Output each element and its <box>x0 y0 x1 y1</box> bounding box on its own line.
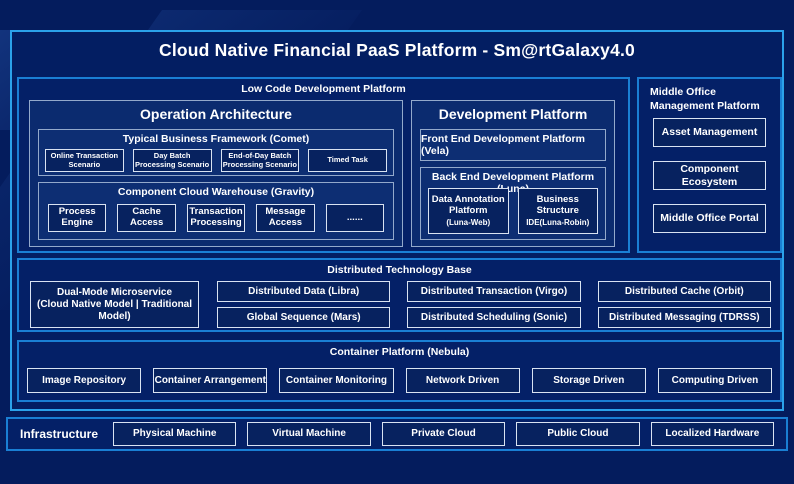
operation-architecture-title: Operation Architecture <box>140 106 292 122</box>
distributed-transaction-box: Distributed Transaction (Virgo) <box>407 281 581 302</box>
public-cloud-box: Public Cloud <box>516 422 640 446</box>
asset-management-box: Asset Management <box>653 118 766 147</box>
image-repository-box: Image Repository <box>27 368 142 393</box>
storage-driven-box: Storage Driven <box>531 368 646 393</box>
middle-office-management-platform-section: Middle Office Management Platform Asset … <box>637 77 782 253</box>
platform-frame: Cloud Native Financial PaaS Platform - S… <box>10 30 784 411</box>
page-title: Cloud Native Financial PaaS Platform - S… <box>158 40 635 60</box>
typical-business-framework-title: Typical Business Framework (Comet) <box>122 133 310 145</box>
container-platform-section: Container Platform (Nebula) Image Reposi… <box>17 340 782 402</box>
global-sequence-box: Global Sequence (Mars) <box>217 307 391 328</box>
cache-access-box: Cache Access <box>117 204 176 232</box>
development-platform-title: Development Platform <box>438 106 588 122</box>
end-of-day-batch-processing-scenario-box: End-of-Day Batch Processing Scenario <box>220 149 300 172</box>
business-structure-ide-label: Business Structure <box>536 193 579 216</box>
virtual-machine-box: Virtual Machine <box>247 422 371 446</box>
middle-office-items: Asset Management Component Ecosystem Mid… <box>653 118 766 233</box>
container-arrangement-box: Container Arrangement <box>153 368 268 393</box>
infrastructure-section: Infrastructure Physical Machine Virtual … <box>6 417 788 451</box>
message-access-box: Message Access <box>256 204 315 232</box>
localized-hardware-box: Localized Hardware <box>650 422 775 446</box>
low-code-development-platform-section: Low Code Development Platform Operation … <box>17 77 630 253</box>
component-cloud-warehouse-box: Component Cloud Warehouse (Gravity) Proc… <box>38 182 394 240</box>
data-annotation-platform-box: Data Annotation Platform (Luna-Web) <box>428 188 509 234</box>
operation-architecture-box: Operation Architecture Typical Business … <box>29 100 403 247</box>
dual-mode-line1: Dual-Mode Microservice <box>56 286 173 298</box>
distributed-data-box: Distributed Data (Libra) <box>217 281 391 302</box>
data-annotation-platform-code: (Luna-Web) <box>446 217 491 227</box>
ellipsis-box: ...... <box>325 204 385 232</box>
distributed-column-2: Distributed Transaction (Virgo) Distribu… <box>407 281 581 328</box>
online-transaction-scenario-box: Online Transaction Scenario <box>45 149 124 172</box>
distributed-column-1: Distributed Data (Libra) Global Sequence… <box>217 281 391 328</box>
business-structure-ide-box: Business Structure IDE(Luna-Robin) <box>517 188 598 234</box>
distributed-technology-base-section: Distributed Technology Base Dual-Mode Mi… <box>17 258 782 332</box>
front-end-development-platform-box: Front End Development Platform (Vela) <box>420 129 606 161</box>
distributed-section-label: Distributed Technology Base <box>327 264 472 276</box>
dual-mode-microservice-box: Dual-Mode Microservice (Cloud Native Mod… <box>30 281 199 328</box>
back-end-items: Data Annotation Platform (Luna-Web) Busi… <box>428 188 598 234</box>
component-cloud-warehouse-title: Component Cloud Warehouse (Gravity) <box>117 186 315 198</box>
low-code-section-label: Low Code Development Platform <box>241 83 406 95</box>
distributed-scheduling-box: Distributed Scheduling (Sonic) <box>407 307 581 328</box>
typical-business-framework-box: Typical Business Framework (Comet) Onlin… <box>38 129 394 176</box>
dual-mode-line2: (Cloud Native Model | Traditional Model) <box>36 298 193 322</box>
day-batch-processing-scenario-box: Day Batch Processing Scenario <box>132 149 212 172</box>
container-monitoring-box: Container Monitoring <box>279 368 394 393</box>
middle-office-section-label: Middle Office Management Platform <box>650 86 760 112</box>
distributed-messaging-box: Distributed Messaging (TDRSS) <box>597 307 771 328</box>
business-structure-ide-code: IDE(Luna-Robin) <box>526 217 590 227</box>
physical-machine-box: Physical Machine <box>113 422 237 446</box>
data-annotation-platform-label: Data Annotation Platform <box>431 193 505 216</box>
infrastructure-label: Infrastructure <box>20 427 99 441</box>
component-cloud-items: Process Engine Cache Access Transaction … <box>48 204 385 232</box>
typical-business-items: Online Transaction Scenario Day Batch Pr… <box>45 149 387 172</box>
container-platform-label: Container Platform (Nebula) <box>329 346 470 358</box>
private-cloud-box: Private Cloud <box>381 422 506 446</box>
distributed-cache-box: Distributed Cache (Orbit) <box>597 281 771 302</box>
process-engine-box: Process Engine <box>48 204 107 232</box>
computing-driven-box: Computing Driven <box>657 368 773 393</box>
development-platform-box: Development Platform Front End Developme… <box>411 100 615 247</box>
middle-office-portal-box: Middle Office Portal <box>653 204 766 233</box>
back-end-development-platform-box: Back End Development Platform (Luna) Dat… <box>420 167 606 240</box>
container-platform-items: Image Repository Container Arrangement C… <box>27 368 773 393</box>
network-driven-box: Network Driven <box>405 368 520 393</box>
timed-task-box: Timed Task <box>308 149 387 172</box>
distributed-column-3: Distributed Cache (Orbit) Distributed Me… <box>597 281 771 328</box>
distributed-grid: Distributed Data (Libra) Global Sequence… <box>217 281 771 328</box>
transaction-processing-box: Transaction Processing <box>186 204 246 232</box>
component-ecosystem-box: Component Ecosystem <box>653 161 766 190</box>
